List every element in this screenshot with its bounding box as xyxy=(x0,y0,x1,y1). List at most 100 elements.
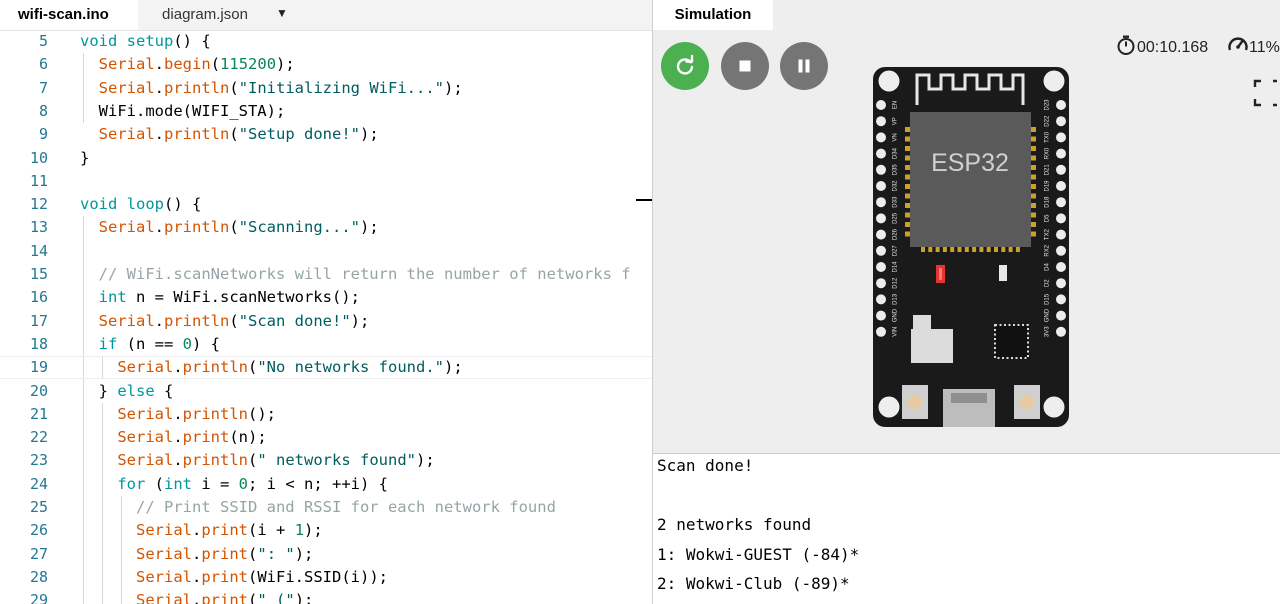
pin-label: GND xyxy=(1045,308,1051,322)
chip-label: ESP32 xyxy=(931,149,1009,177)
pin-header-hole[interactable] xyxy=(1056,100,1066,110)
code-line[interactable]: 18 if (n == 0) { xyxy=(0,333,652,356)
code-line[interactable]: 23 Serial.println(" networks found"); xyxy=(0,449,652,472)
code-line[interactable]: 22 Serial.print(n); xyxy=(0,426,652,449)
pin-header-hole[interactable] xyxy=(1056,197,1066,208)
pin-header-hole[interactable] xyxy=(1056,148,1066,159)
pin-header-hole[interactable] xyxy=(876,229,886,240)
pin-header-hole[interactable] xyxy=(1056,164,1066,175)
pin-header-hole[interactable] xyxy=(1056,116,1066,127)
fullscreen-icon[interactable] xyxy=(1253,78,1279,108)
code-line[interactable]: 24 for (int i = 0; i < n; ++i) { xyxy=(0,473,652,496)
code-token: Serial xyxy=(117,404,174,423)
code-line[interactable]: 13 Serial.println("Scanning..."); xyxy=(0,216,652,239)
code-text: void setup() { xyxy=(80,30,211,53)
code-token: loop xyxy=(126,195,164,214)
pin-header-hole[interactable] xyxy=(1056,213,1066,224)
line-number: 29 xyxy=(29,591,48,604)
pin-header-hole[interactable] xyxy=(1056,310,1066,321)
code-line[interactable]: 15 // WiFi.scanNetworks will return the … xyxy=(0,263,652,286)
panel-divider[interactable] xyxy=(652,0,653,604)
pin-header-hole[interactable] xyxy=(876,326,886,337)
code-token xyxy=(117,195,126,213)
restart-button[interactable] xyxy=(661,42,709,90)
code-token: else xyxy=(117,381,155,400)
code-token xyxy=(80,405,117,423)
code-token: println xyxy=(182,451,248,470)
pin-header-hole[interactable] xyxy=(876,100,886,110)
sim-timer: 00:10.168 xyxy=(1115,34,1208,56)
code-line[interactable]: 29 Serial.print(" ("); xyxy=(0,589,652,604)
pin-header-hole[interactable] xyxy=(876,164,886,175)
code-line[interactable]: 21 Serial.println(); xyxy=(0,403,652,426)
line-number: 11 xyxy=(29,171,48,190)
pin-header-hole[interactable] xyxy=(876,132,886,143)
pin-label: RX2 xyxy=(1045,244,1051,256)
pin-header-hole[interactable] xyxy=(876,262,886,272)
pin-header-hole[interactable] xyxy=(1056,132,1066,143)
esp32-chip xyxy=(910,112,1031,247)
pause-button[interactable] xyxy=(780,42,828,90)
pin-header-hole[interactable] xyxy=(1056,278,1066,289)
pin-header-hole[interactable] xyxy=(876,148,886,159)
code-line[interactable]: 19 Serial.println("No networks found."); xyxy=(0,356,652,379)
pin-header-hole[interactable] xyxy=(1056,245,1066,256)
code-line[interactable]: 28 Serial.print(WiFi.SSID(i)); xyxy=(0,566,652,589)
code-line[interactable]: 7 Serial.println("Initializing WiFi...")… xyxy=(0,77,652,100)
stop-button[interactable] xyxy=(721,42,769,90)
pin-header-hole[interactable] xyxy=(1056,181,1066,191)
code-line[interactable]: 27 Serial.print(": "); xyxy=(0,543,652,566)
code-line[interactable]: 11 xyxy=(0,170,652,193)
code-line[interactable]: 26 Serial.print(i + 1); xyxy=(0,519,652,542)
code-line[interactable]: 6 Serial.begin(115200); xyxy=(0,53,652,76)
pin-header-hole[interactable] xyxy=(876,181,886,191)
pin-header-hole[interactable] xyxy=(876,213,886,224)
code-line[interactable]: 20 } else { xyxy=(0,380,652,403)
code-line[interactable]: 16 int n = WiFi.scanNetworks(); xyxy=(0,286,652,309)
restart-icon xyxy=(676,54,694,75)
code-text: } xyxy=(80,147,89,170)
tab-diagram-json[interactable]: diagram.json xyxy=(162,6,248,23)
chip-pad xyxy=(1015,246,1020,252)
indent-guide xyxy=(121,496,122,604)
pin-label: D5 xyxy=(1045,214,1051,222)
chip-pad xyxy=(905,184,911,189)
pin-header-hole[interactable] xyxy=(876,310,886,321)
serial-line: 1: Wokwi-GUEST (-84)* xyxy=(657,544,860,564)
pin-header-hole[interactable] xyxy=(1056,326,1066,337)
tab-simulation[interactable]: Simulation xyxy=(653,0,773,30)
esp32-board[interactable]: ESP32 ENVPVND34D35D32D33D25D26D27D14D12D… xyxy=(873,67,1069,427)
caret-down-icon[interactable]: ▼ xyxy=(276,6,288,20)
code-text: Serial.println("Scan done!"); xyxy=(80,310,370,333)
pin-header-hole[interactable] xyxy=(1056,229,1066,240)
pin-header-hole[interactable] xyxy=(1056,294,1066,305)
tab-wifi-scan-ino[interactable]: wifi-scan.ino xyxy=(0,0,138,30)
voltage-regulator xyxy=(911,329,953,363)
code-line[interactable]: 25 // Print SSID and RSSI for each netwo… xyxy=(0,496,652,519)
code-token: Serial xyxy=(117,451,174,470)
code-token: ( xyxy=(229,125,239,144)
chip-pad xyxy=(1030,222,1036,227)
pin-header-hole[interactable] xyxy=(876,197,886,208)
code-line[interactable]: 8 WiFi.mode(WIFI_STA); xyxy=(0,100,652,123)
pin-header-hole[interactable] xyxy=(876,116,886,127)
code-text: Serial.println("Setup done!"); xyxy=(80,123,379,146)
code-token: (n); xyxy=(229,428,267,447)
pin-header-hole[interactable] xyxy=(876,245,886,256)
pin-header-hole[interactable] xyxy=(876,278,886,289)
code-token xyxy=(80,288,99,306)
chip-pad xyxy=(1030,212,1036,218)
code-line[interactable]: 10} xyxy=(0,147,652,170)
line-number: 19 xyxy=(29,358,48,377)
code-text: void loop() { xyxy=(80,193,201,216)
pin-header-hole[interactable] xyxy=(1056,262,1066,272)
code-token xyxy=(80,475,117,493)
code-line[interactable]: 9 Serial.println("Setup done!"); xyxy=(0,123,652,146)
pin-header-hole[interactable] xyxy=(876,294,886,305)
code-line[interactable]: 14 xyxy=(0,240,652,263)
code-line[interactable]: 17 Serial.println("Scan done!"); xyxy=(0,310,652,333)
